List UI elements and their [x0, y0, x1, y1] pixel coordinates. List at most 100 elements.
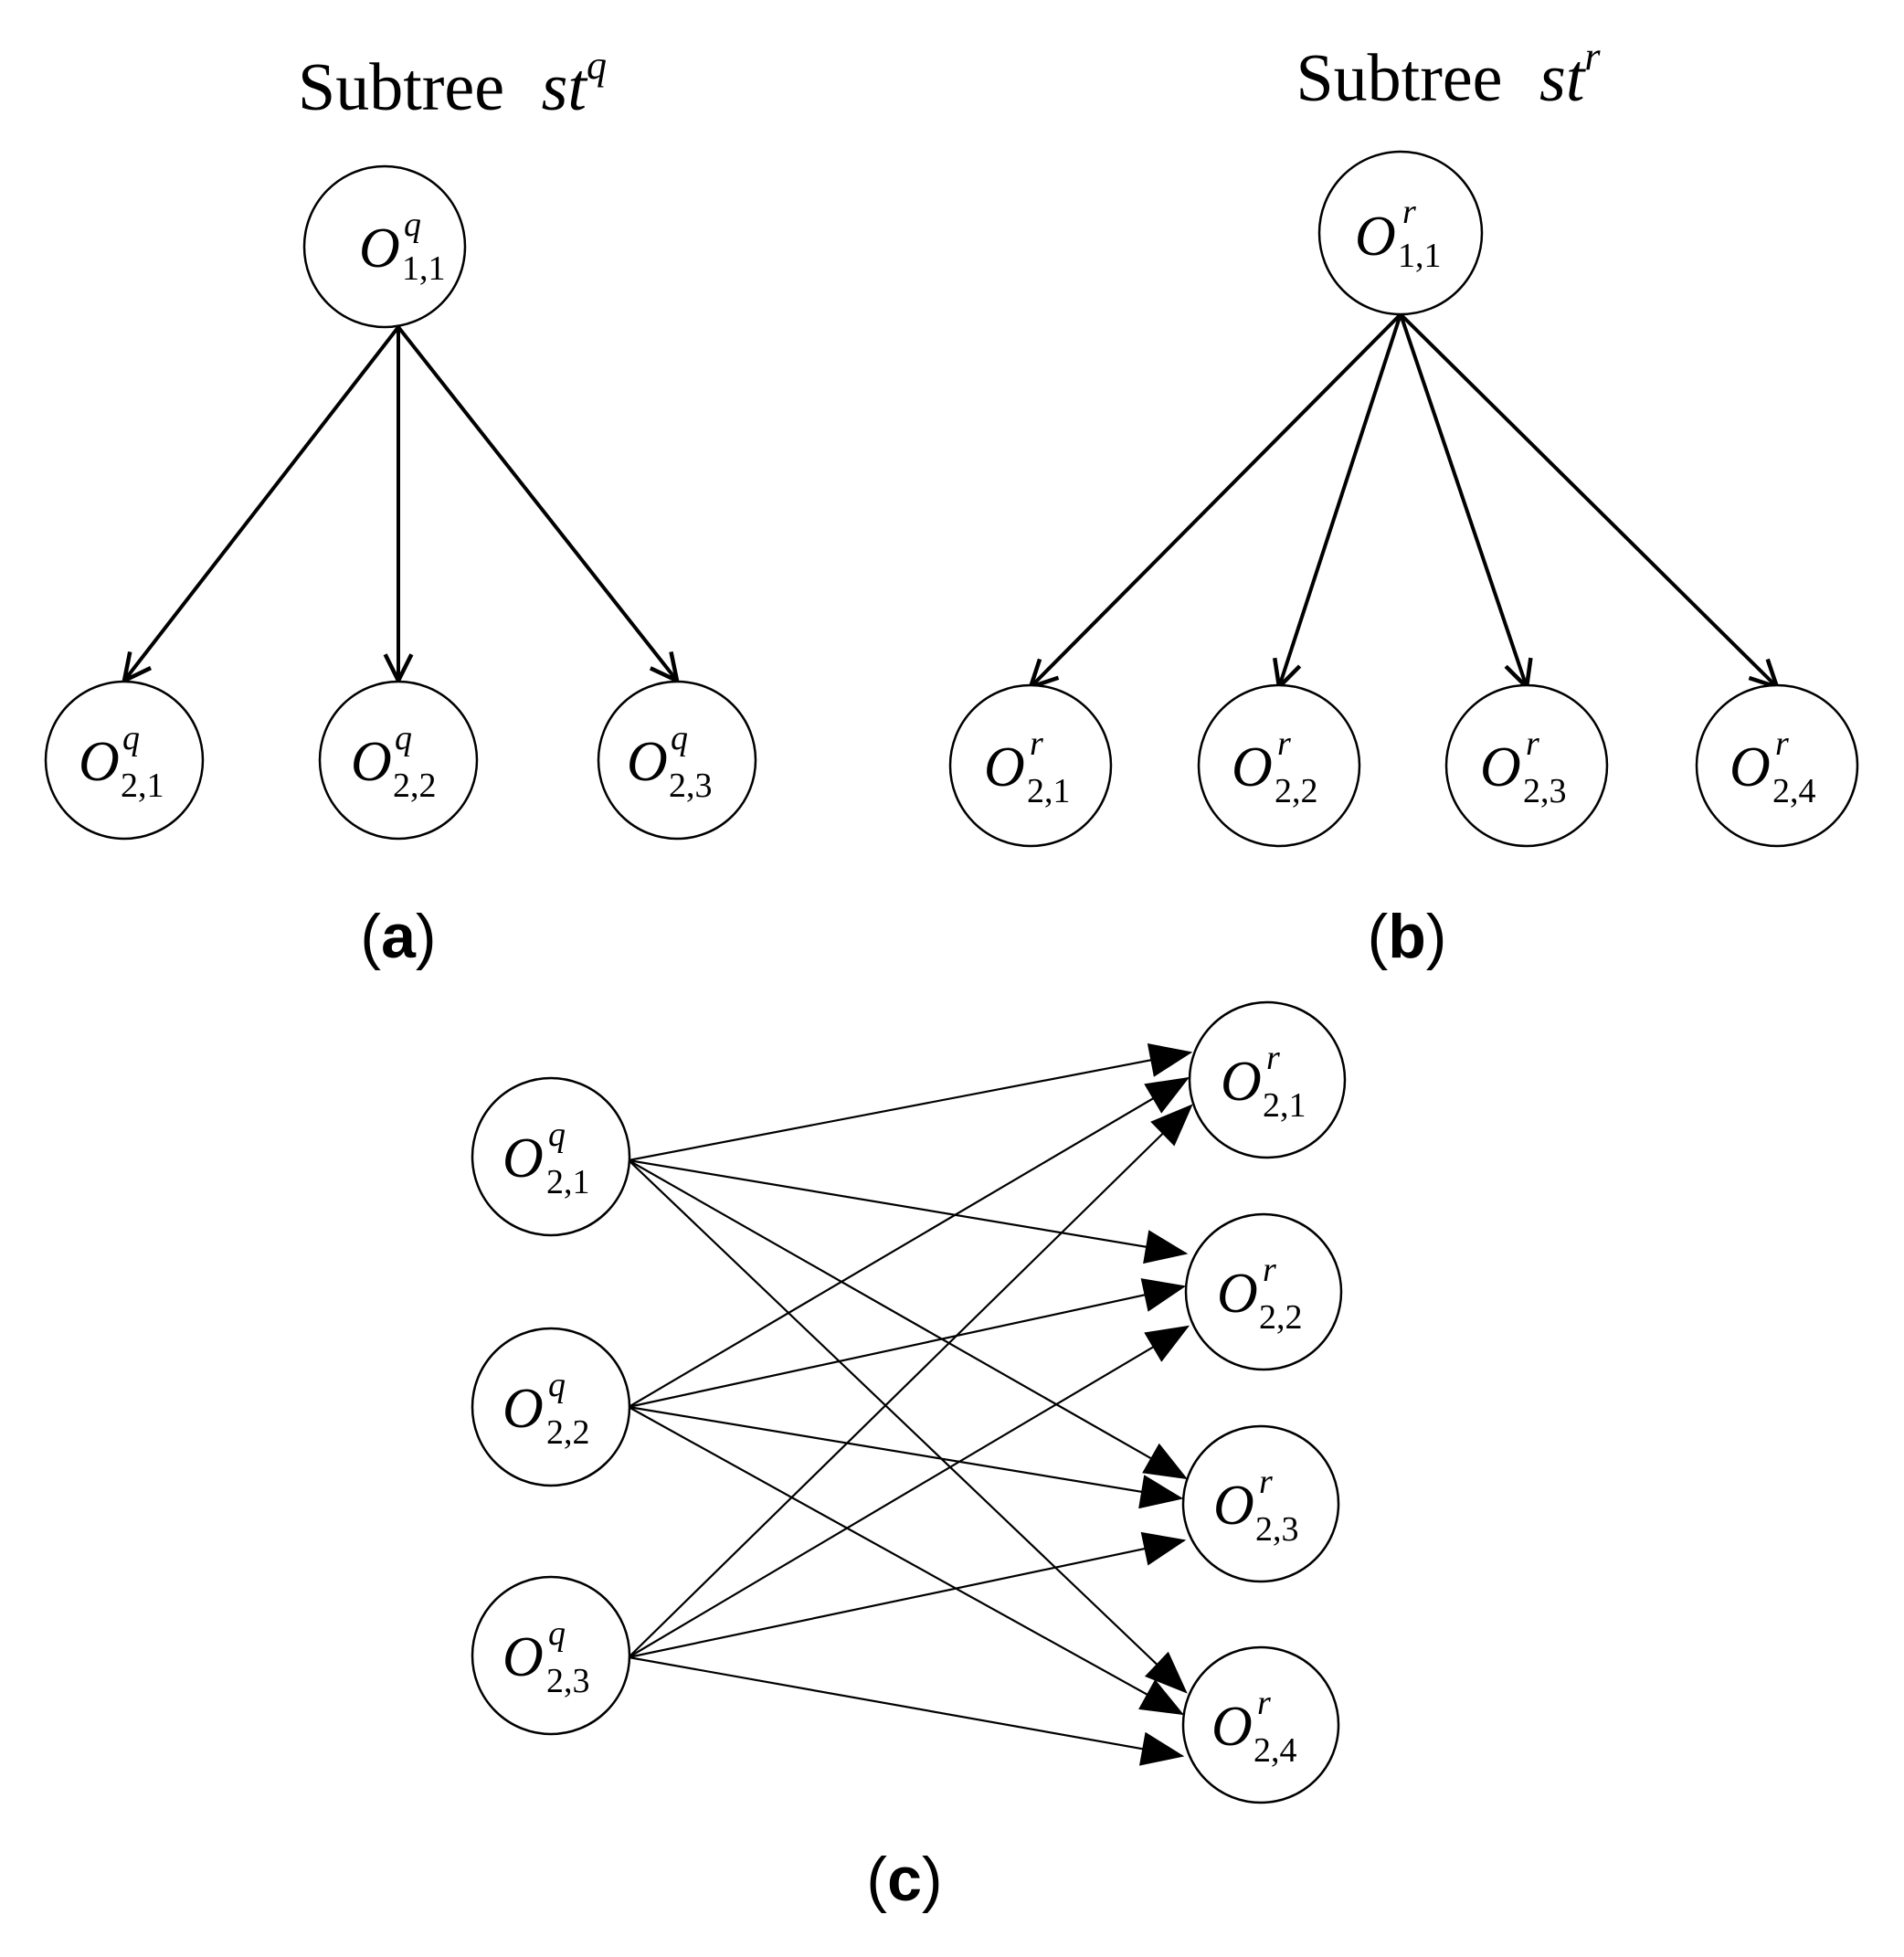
edge-c-l2-r1 — [628, 1076, 1190, 1408]
node-c-right-4: O r 2,4 — [1181, 1645, 1340, 1804]
node-a-root-sup: q — [404, 206, 421, 244]
node-b-child-1: O r 2,1 — [948, 683, 1113, 848]
panel-b-label: (b) — [1368, 902, 1447, 971]
node-a-child-1-base: O — [79, 731, 120, 793]
node-c-right-2-sup: r — [1263, 1251, 1276, 1289]
node-c-right-3: O r 2,3 — [1181, 1424, 1340, 1583]
panel-a: Subtree stq O q 1,1 O q 2,1 O q 2,2 O — [44, 43, 757, 971]
node-c-right-2: O r 2,2 — [1184, 1212, 1343, 1371]
edge-c-l3-r1 — [628, 1104, 1193, 1658]
node-c-left-2: O q 2,2 — [471, 1327, 631, 1487]
node-c-right-2-sub: 2,2 — [1259, 1298, 1303, 1337]
edge-b-root-to-child-1 — [1031, 312, 1402, 687]
edge-c-l3-r4 — [628, 1656, 1185, 1766]
node-a-child-2-sup: q — [395, 719, 412, 757]
edge-a-root-to-child-1 — [124, 325, 400, 681]
node-c-right-1: O r 2,1 — [1188, 1000, 1347, 1159]
node-b-child-4-sup: r — [1775, 725, 1789, 763]
node-b-child-4-sub: 2,4 — [1772, 772, 1816, 810]
panel-a-label-letter: a — [381, 902, 417, 971]
node-b-child-2-base: O — [1232, 736, 1273, 799]
node-c-right-1-base: O — [1221, 1051, 1262, 1113]
edge-b-root-to-child-4 — [1399, 312, 1777, 687]
node-a-child-3-sup: q — [671, 719, 688, 757]
node-c-left-1: O q 2,1 — [471, 1076, 631, 1237]
edge-a-root-to-child-3 — [397, 325, 677, 681]
node-b-child-1-base: O — [984, 736, 1025, 799]
panel-a-title-var: st — [542, 50, 589, 125]
node-b-root-sup: r — [1402, 193, 1416, 231]
edge-c-l1-r2 — [628, 1158, 1189, 1264]
panel-a-title-sup: q — [587, 43, 607, 88]
node-c-right-4-sub: 2,4 — [1253, 1731, 1297, 1770]
node-c-right-4-base: O — [1211, 1696, 1253, 1758]
node-b-child-1-sup: r — [1030, 725, 1043, 763]
node-a-child-3: O q 2,3 — [597, 680, 757, 841]
node-c-left-3: O q 2,3 — [471, 1575, 631, 1736]
node-b-child-1-sub: 2,1 — [1027, 772, 1071, 810]
node-a-child-2-sub: 2,2 — [393, 767, 437, 805]
node-c-left-2-base: O — [502, 1378, 544, 1440]
panel-b-label-letter: b — [1388, 902, 1426, 971]
node-c-right-3-sub: 2,3 — [1255, 1510, 1299, 1549]
panel-b-title-word: Subtree — [1296, 41, 1502, 116]
node-a-child-3-base: O — [627, 731, 668, 793]
node-a-child-1-sub: 2,1 — [121, 767, 164, 805]
node-b-child-2: O r 2,2 — [1197, 683, 1361, 848]
panel-b-title-var: st — [1539, 41, 1587, 116]
node-b-child-3: O r 2,3 — [1444, 683, 1609, 848]
edge-c-l2-r2 — [628, 1278, 1187, 1409]
panel-a-label: (a) — [360, 902, 436, 971]
node-b-child-4: O r 2,4 — [1695, 683, 1859, 848]
node-b-child-3-base: O — [1480, 736, 1521, 799]
node-a-root: O q 1,1 — [302, 164, 467, 329]
node-c-left-1-base: O — [502, 1127, 544, 1190]
node-a-child-1-sup: q — [122, 719, 140, 757]
node-a-child-1: O q 2,1 — [44, 680, 205, 841]
panel-b: Subtree str O r 1,1 O r 2,1 O r 2,2 — [948, 34, 1859, 971]
edge-b-root-to-child-3 — [1399, 313, 1527, 687]
edge-c-l3-r2 — [628, 1325, 1190, 1658]
node-b-child-2-sub: 2,2 — [1275, 772, 1318, 810]
edge-c-l1-r1 — [628, 1043, 1193, 1162]
node-b-child-4-base: O — [1729, 736, 1771, 799]
edge-c-l2-r3 — [628, 1405, 1184, 1509]
node-b-child-3-sub: 2,3 — [1523, 772, 1567, 810]
node-b-root: O r 1,1 — [1317, 150, 1484, 316]
node-c-left-1-sub: 2,1 — [546, 1163, 590, 1201]
edge-c-l2-r4 — [628, 1406, 1185, 1716]
node-a-child-2-base: O — [351, 731, 392, 793]
node-c-right-3-base: O — [1213, 1475, 1254, 1537]
node-c-left-3-sup: q — [548, 1614, 566, 1653]
panel-a-title-word: Subtree — [298, 50, 504, 125]
panel-c-label: (c) — [866, 1845, 942, 1914]
node-c-right-1-sup: r — [1266, 1039, 1280, 1077]
edge-c-l1-r4 — [628, 1159, 1188, 1694]
node-a-child-3-sub: 2,3 — [669, 767, 713, 805]
node-a-root-sub: 1,1 — [402, 249, 446, 288]
panel-c-label-letter: c — [887, 1845, 922, 1914]
node-c-left-1-sup: q — [548, 1116, 566, 1154]
edge-c-l3-r3 — [628, 1531, 1187, 1659]
edge-c-l1-r3 — [628, 1159, 1189, 1480]
node-c-left-3-sub: 2,3 — [546, 1662, 590, 1700]
node-b-root-sub: 1,1 — [1398, 237, 1442, 275]
node-a-child-2: O q 2,2 — [318, 680, 479, 841]
node-b-root-base: O — [1355, 206, 1396, 268]
panel-c-edges — [628, 1043, 1193, 1766]
panel-b-title: Subtree str — [1296, 34, 1601, 116]
node-c-left-3-base: O — [502, 1626, 544, 1688]
node-c-right-4-sup: r — [1257, 1684, 1271, 1722]
node-c-right-1-sub: 2,1 — [1263, 1086, 1306, 1125]
node-c-left-2-sub: 2,2 — [546, 1413, 590, 1452]
panel-b-title-sup: r — [1584, 34, 1601, 79]
panel-a-title: Subtree stq — [298, 43, 607, 125]
node-c-right-3-sup: r — [1259, 1463, 1273, 1501]
node-b-child-3-sup: r — [1526, 725, 1539, 763]
node-a-root-base: O — [359, 217, 400, 280]
node-c-left-2-sup: q — [548, 1366, 566, 1404]
panel-c: O q 2,1 O q 2,2 O q 2,3 O r 2,1 O r 2,2 — [471, 1000, 1347, 1914]
edge-b-root-to-child-2 — [1279, 313, 1402, 687]
node-b-child-2-sup: r — [1277, 725, 1291, 763]
